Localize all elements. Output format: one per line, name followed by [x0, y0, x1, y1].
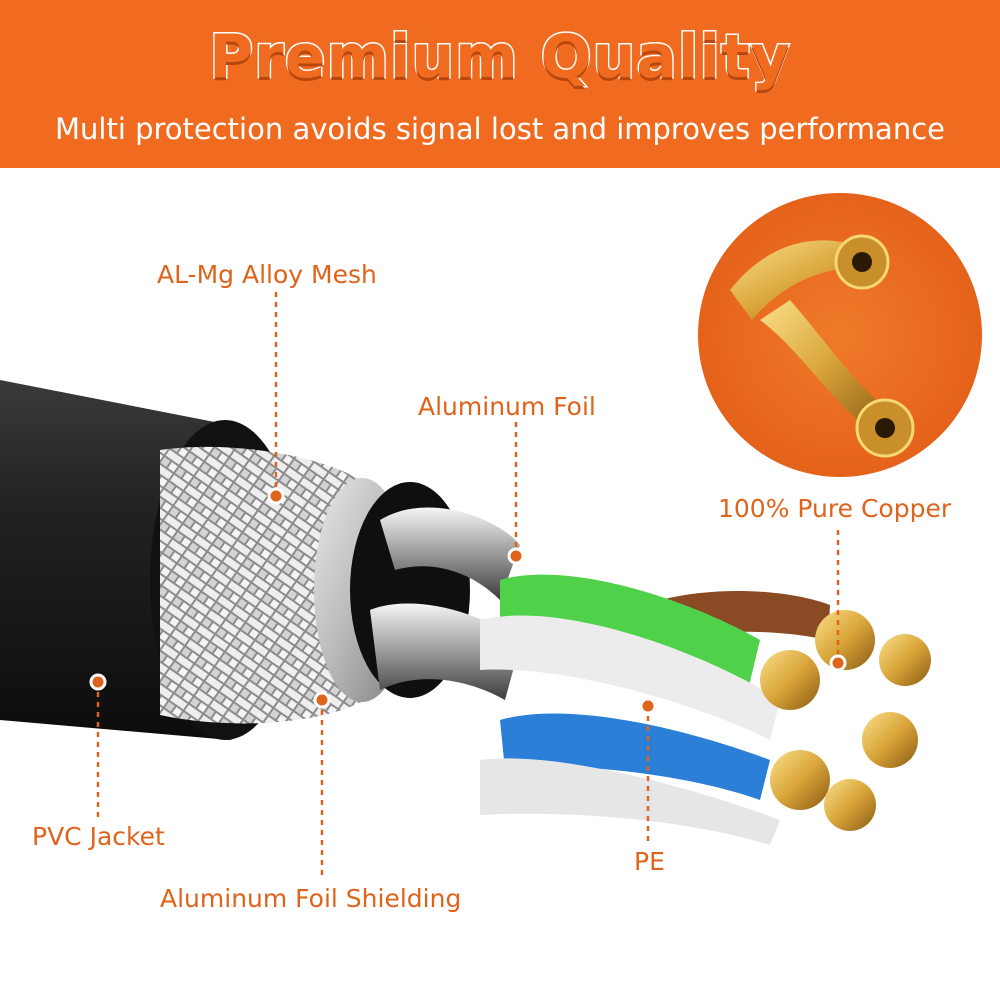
label-pvc-jacket: PVC Jacket	[32, 822, 165, 851]
marker-dot-foil	[507, 547, 525, 565]
marker-dot-mesh	[267, 487, 285, 505]
label-pe: PE	[634, 847, 665, 876]
page-title: Premium Quality	[208, 21, 792, 94]
marker-dots	[89, 487, 847, 715]
marker-dot-copper	[829, 654, 847, 672]
label-foil-shielding: Aluminum Foil Shielding	[160, 884, 462, 913]
page-subtitle: Multi protection avoids signal lost and …	[54, 112, 945, 146]
marker-dot-pe	[639, 697, 657, 715]
label-aluminum-foil: Aluminum Foil	[418, 392, 596, 421]
marker-dot-jacket	[89, 673, 107, 691]
copper-wire-inset	[698, 193, 982, 477]
label-alloy-mesh: AL-Mg Alloy Mesh	[157, 260, 377, 289]
marker-dot-shielding	[313, 691, 331, 709]
header-banner	[0, 0, 1000, 168]
label-pure-copper: 100% Pure Copper	[718, 494, 952, 523]
leader-lines	[96, 292, 840, 878]
twisted-pairs-graphic	[480, 574, 931, 845]
